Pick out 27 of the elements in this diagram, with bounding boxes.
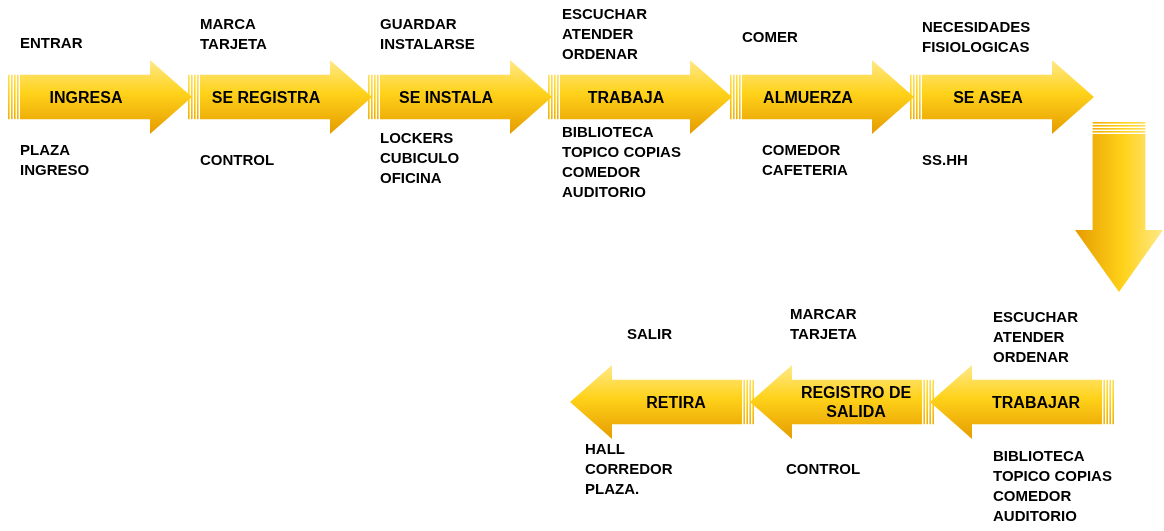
- step-note: SALIR: [627, 324, 673, 344]
- step-label: REGISTRO DE SALIDA: [799, 383, 913, 421]
- step-note: MARCA TARJETA: [200, 14, 268, 54]
- step-label: SE ASEA: [953, 87, 1023, 107]
- step-label: RETIRA: [646, 392, 706, 412]
- step-note: CONTROL: [786, 459, 862, 479]
- step-note: NECESIDADES FISIOLOGICAS: [922, 17, 1032, 57]
- step-note: BIBLIOTECA TOPICO COPIAS COMEDOR AUDITORIO: [562, 122, 682, 202]
- step-note: ENTRAR: [20, 33, 84, 53]
- step-note: HALL CORREDOR PLAZA.: [585, 439, 674, 499]
- step-note: MARCAR TARJETA: [790, 304, 858, 344]
- step-note: ESCUCHAR ATENDER ORDENAR: [562, 4, 648, 64]
- step-note: ESCUCHAR ATENDER ORDENAR: [993, 307, 1079, 367]
- step-label: ALMUERZA: [763, 87, 853, 107]
- step-note: SS.HH: [922, 150, 969, 170]
- step-note: LOCKERS CUBICULO OFICINA: [380, 128, 461, 188]
- step-note: COMEDOR CAFETERIA: [762, 140, 849, 180]
- step-label: SE REGISTRA: [211, 87, 321, 107]
- step-label: SE INSTALA: [399, 87, 493, 107]
- step-label: INGRESA: [49, 87, 123, 107]
- step-label: TRABAJA: [587, 87, 665, 107]
- step-note: GUARDAR INSTALARSE: [380, 14, 476, 54]
- step-note: COMER: [742, 27, 799, 47]
- step-note: CONTROL: [200, 150, 276, 170]
- step-note: PLAZA INGRESO: [20, 140, 91, 180]
- step-label: TRABAJAR: [992, 392, 1080, 412]
- step-note: BIBLIOTECA TOPICO COPIAS COMEDOR AUDITORIO: [993, 446, 1113, 526]
